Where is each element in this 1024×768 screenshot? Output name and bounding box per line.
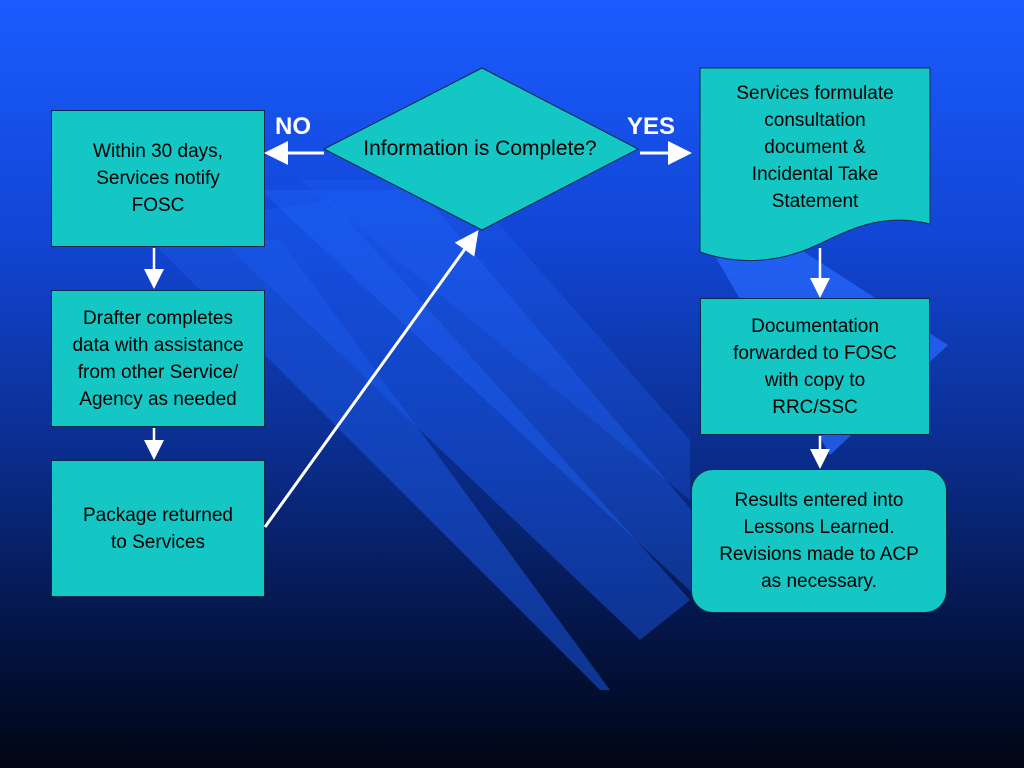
no-label: NO [275,113,311,140]
step-line: consultation [764,110,866,131]
step-line: Services formulate [736,83,894,104]
step-line: Agency as needed [79,388,237,410]
step-line: document & [764,137,866,158]
step-package-returned: Package returned to Services [51,460,265,597]
step-line: Revisions made to ACP [719,544,919,565]
step-line: forwarded to FOSC [733,342,897,364]
step-line: Documentation [751,315,879,337]
step-line: Package returned [83,504,233,526]
step-line: as necessary. [761,571,877,592]
step-line: from other Service/ [77,361,239,383]
step-line: Within 30 days, [93,141,223,162]
arrow-returned-to-decision [263,230,479,528]
step-notify-fosc: Within 30 days, Services notify FOSC [51,110,265,247]
step-line: to Services [111,531,205,553]
yes-label: YES [627,113,676,140]
step-line: Lessons Learned. [743,517,895,538]
step-line: RRC/SSC [772,396,858,418]
step-line: with copy to [764,369,866,391]
step-line: FOSC [131,195,185,216]
step-results-entered: Results entered into Lessons Learned. Re… [691,469,947,613]
step-line: Services notify [96,168,220,189]
step-formulate-text: Services formulate consultation document… [700,80,930,215]
step-line: Statement [771,191,859,212]
step-documentation-forwarded: Documentation forwarded to FOSC with cop… [700,298,930,435]
step-line: Results entered into [734,490,904,511]
step-line: Drafter completes [83,307,233,329]
step-drafter-completes: Drafter completes data with assistance f… [51,290,265,427]
decision-text: Information is Complete? [363,137,597,160]
step-line: Incidental Take [751,164,879,185]
step-line: data with assistance [72,334,244,356]
